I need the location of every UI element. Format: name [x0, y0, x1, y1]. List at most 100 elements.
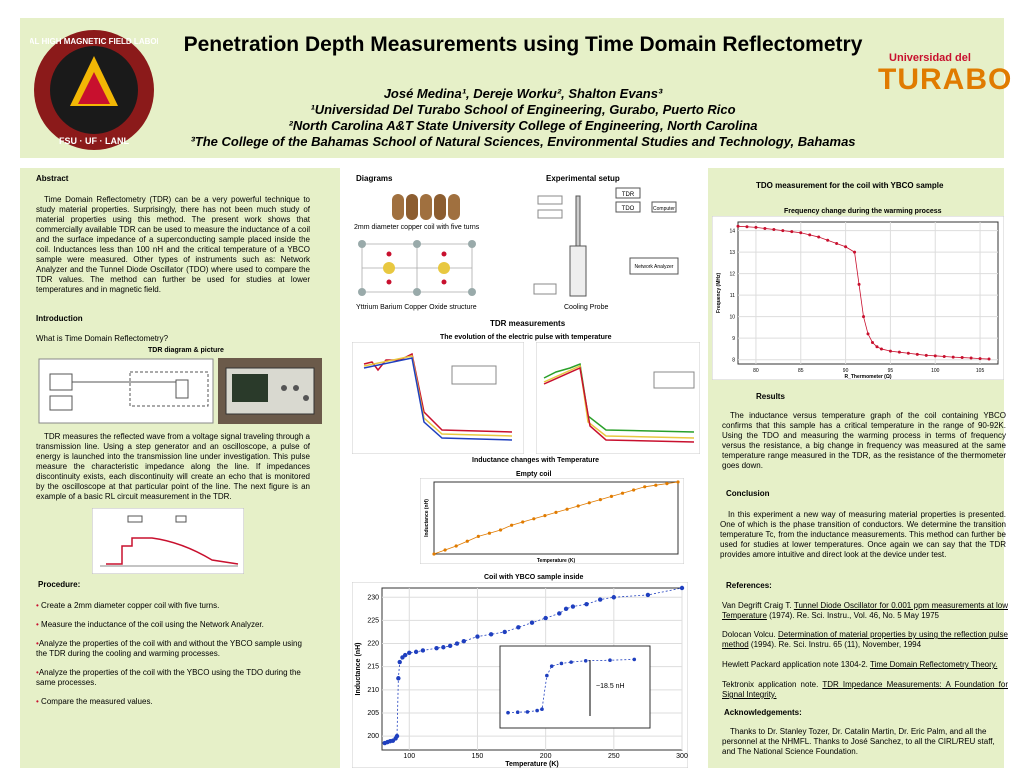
cooling-probe-caption: Cooling Probe [564, 304, 609, 311]
data-point [475, 634, 480, 639]
affiliation-3: ³The College of the Bahamas School of Na… [190, 134, 856, 149]
data-point [461, 639, 467, 644]
results-text: The inductance versus temperature graph … [722, 411, 1006, 470]
reference-source: (1994). Re. Sci. Instru. 65 (11), Novemb… [748, 640, 922, 649]
data-point [987, 357, 991, 361]
data-point [679, 585, 685, 591]
nhmfl-logo-sub: FSU · UF · LANL [59, 136, 129, 146]
y-tick-label: 10 [729, 315, 735, 321]
data-point [576, 504, 580, 508]
acknowledgements-text: Thanks to Dr. Stanley Tozer, Dr. Catalin… [722, 727, 995, 756]
conclusion-heading: Conclusion [726, 489, 770, 498]
data-point [597, 597, 603, 602]
nhmfl-logo-text: NATIONAL HIGH MAGNETIC FIELD LABORATORY [30, 37, 158, 46]
poster-title: Penetration Depth Measurements using Tim… [183, 33, 863, 56]
chart-background [712, 216, 1004, 380]
experimental-setup-diagram: TDR TDO Computer Network Analyzer [533, 187, 679, 297]
procedure-list: • Create a 2mm diameter copper coil with… [36, 601, 310, 707]
pulse-evolution-chart-left [352, 342, 524, 454]
procedure-step-text: Analyze the properties of the coil with … [36, 639, 302, 658]
procedure-step-text: Measure the inductance of the coil using… [41, 620, 264, 629]
x-tick-label: 100 [931, 368, 940, 374]
reference-link[interactable]: TDR Impedance Measurements: A Foundation… [722, 680, 1008, 699]
inset-data-point [632, 657, 637, 662]
tdr-block-diagram [38, 358, 214, 424]
data-point [826, 238, 830, 242]
data-point [817, 235, 821, 239]
procedure-step: •Analyze the properties of the coil with… [36, 639, 302, 658]
data-point [447, 643, 453, 649]
data-point [396, 676, 401, 681]
inset-data-point [515, 710, 520, 714]
tdo-heading: TDO measurement for the coil with YBCO s… [756, 181, 944, 190]
reference-link[interactable]: Determination of material properties by … [722, 630, 1009, 649]
data-point [420, 648, 426, 653]
procedure-step: • Create a 2mm diameter copper coil with… [36, 601, 220, 610]
data-point [465, 539, 469, 543]
data-point [557, 611, 562, 616]
y-tick-label: 9 [732, 336, 735, 342]
y-tick-label: 210 [367, 687, 379, 694]
x-tick-label: 100 [403, 753, 415, 760]
data-point [763, 226, 767, 230]
affiliation-2: ²North Carolina A&T State University Col… [288, 118, 758, 133]
data-point [645, 592, 651, 598]
experimental-setup-heading: Experimental setup [546, 174, 620, 183]
coil-caption: 2mm diameter copper coil with five turns [354, 224, 480, 231]
y-tick-label: 8 [732, 358, 735, 364]
reference-1: Van Degrift Craig T. Tunnel Diode Oscill… [722, 601, 1008, 621]
data-point [736, 224, 740, 228]
data-point [407, 650, 412, 655]
x-tick-label: 90 [843, 368, 849, 374]
data-point [443, 548, 447, 552]
inset-box [499, 645, 651, 729]
abstract-text: Time Domain Reflectometry (TDR) can be a… [36, 195, 310, 294]
plot-area [737, 221, 999, 365]
data-point [498, 528, 503, 532]
data-point [906, 351, 910, 355]
abstract-heading: Abstract [36, 174, 69, 183]
data-point [942, 354, 946, 358]
rl-circuit-figure [92, 508, 244, 574]
data-point [808, 233, 812, 237]
data-point [502, 629, 507, 635]
results-heading: Results [756, 392, 785, 401]
data-point [454, 544, 458, 548]
references-heading: References: [726, 581, 772, 590]
data-point [933, 354, 937, 358]
tdr-instrument-photo [218, 358, 322, 424]
data-point [853, 250, 857, 254]
intro-question: What is Time Domain Reflectometry? [36, 334, 169, 343]
data-point [754, 225, 758, 229]
reference-link[interactable]: Tunnel Diode Oscillator for 0.001 ppm me… [722, 601, 1008, 620]
data-point [857, 282, 861, 286]
data-point [521, 520, 525, 524]
data-point [654, 483, 658, 487]
data-point [772, 228, 776, 232]
y-axis-label: Frequency (MHz) [716, 273, 722, 314]
reference-link[interactable]: Time Domain Reflectometry Theory. [869, 660, 998, 669]
data-point [745, 225, 749, 229]
x-tick-label: 80 [753, 368, 759, 374]
data-point [413, 649, 419, 655]
data-point [978, 357, 982, 361]
procedure-heading: Procedure: [38, 580, 81, 589]
y-tick-label: 215 [367, 664, 379, 671]
x-tick-label: 150 [472, 753, 484, 760]
data-point [488, 632, 494, 637]
data-point [620, 491, 625, 495]
reference-3: Hewlett Packard application note 1304-2.… [722, 660, 1008, 670]
reference-author: Hewlett Packard application note 1304-2. [722, 660, 870, 669]
data-point [441, 645, 446, 650]
ybco-chart-heading: Coil with YBCO sample inside [484, 574, 584, 581]
inductance-heading: Inductance changes with Temperature [472, 457, 600, 464]
inset-data-point [583, 658, 588, 663]
x-tick-label: 300 [676, 753, 688, 760]
procedure-step: •Analyze the properties of the coil with… [36, 668, 301, 687]
data-point [781, 229, 785, 233]
inset-data-point [535, 708, 539, 713]
data-point [866, 332, 870, 336]
reference-author: Van Degrift Craig T. [722, 601, 794, 610]
y-tick-label: 220 [367, 641, 379, 648]
